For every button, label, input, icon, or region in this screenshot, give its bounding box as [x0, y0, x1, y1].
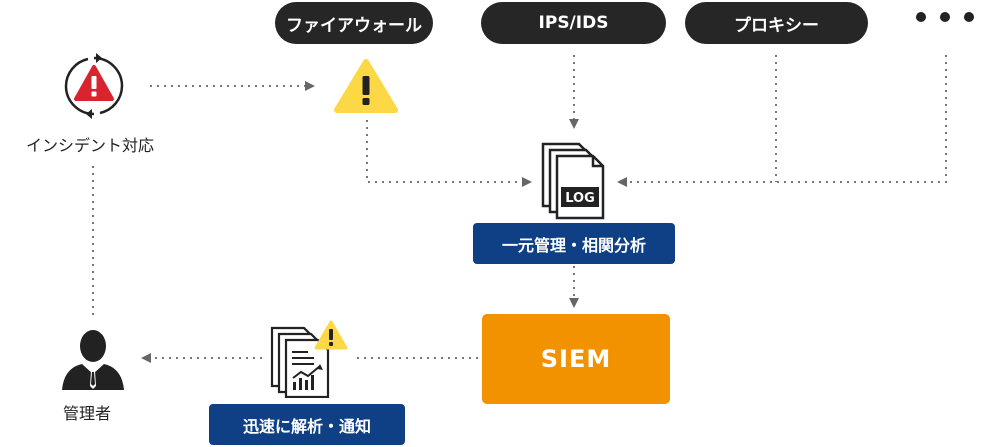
rapid-analysis-box: 迅速に解析・通知 — [209, 404, 405, 445]
ellipsis-icon — [916, 12, 974, 22]
log-text: LOG — [565, 191, 595, 206]
admin-person-icon — [62, 330, 124, 390]
warning-icon — [334, 59, 398, 113]
source-ips-ids: IPS/IDS — [481, 2, 666, 44]
source-proxy: プロキシー — [685, 2, 868, 44]
source-firewall: ファイアウォール — [275, 2, 433, 44]
log-document-icon: LOG — [541, 142, 605, 220]
connector-warning-log — [366, 120, 532, 187]
admin-label: 管理者 — [63, 404, 112, 423]
connector-more-log — [617, 55, 947, 187]
central-analysis-box: 一元管理・相関分析 — [473, 223, 675, 264]
report-warning-icon — [270, 320, 348, 398]
incident-label: インシデント対応 — [26, 136, 155, 155]
siem-box: SIEM — [482, 314, 670, 404]
alert-cycle-icon — [64, 53, 124, 119]
